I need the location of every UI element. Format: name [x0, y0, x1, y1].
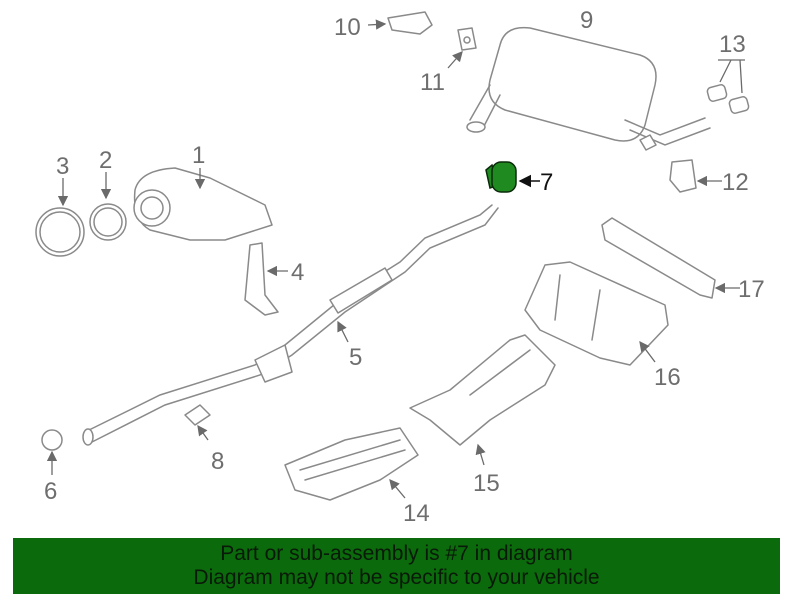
callout-12: 12: [722, 169, 749, 196]
info-banner: Part or sub-assembly is #7 in diagram Di…: [13, 538, 780, 594]
part-8-hanger[interactable]: [184, 404, 211, 441]
part-13-tailpipe-tips[interactable]: [706, 59, 750, 114]
part-2-gasket[interactable]: [89, 172, 127, 241]
callout-13: 13: [719, 31, 746, 58]
callout-9: 9: [580, 7, 593, 34]
part-5-exhaust-pipe[interactable]: [82, 204, 499, 446]
part-14-heat-shield[interactable]: [284, 427, 419, 501]
part-4-bracket[interactable]: [244, 242, 288, 316]
callout-5: 5: [349, 344, 362, 371]
part-7-highlighted-component[interactable]: [485, 161, 540, 193]
callout-10: 10: [334, 14, 361, 41]
callout-16: 16: [654, 364, 681, 391]
callout-14: 14: [403, 500, 430, 527]
callout-3: 3: [56, 153, 69, 180]
part-11-hanger[interactable]: [447, 27, 477, 69]
exhaust-parts-diagram: 10 11 9 13 1 2 3 7 12 4 17 5 16 8 6 15 1…: [35, 7, 765, 527]
part-9-rear-muffler[interactable]: [466, 26, 711, 151]
part-15-heat-shield[interactable]: [409, 334, 556, 466]
callout-7: 7: [540, 169, 553, 196]
callout-6: 6: [44, 478, 57, 505]
part-1-catalytic-converter[interactable]: [133, 167, 273, 241]
callout-2: 2: [99, 147, 112, 174]
part-16-heat-shield[interactable]: [524, 261, 669, 366]
part-6-clamp[interactable]: [41, 429, 63, 475]
callout-11: 11: [420, 69, 445, 96]
banner-line-part-number: Part or sub-assembly is #7 in diagram: [220, 542, 573, 565]
callout-1: 1: [192, 142, 205, 169]
part-17-heat-shield[interactable]: [601, 217, 740, 299]
part-12-sensor-bracket[interactable]: [669, 159, 722, 193]
banner-line-disclaimer: Diagram may not be specific to your vehi…: [193, 566, 600, 589]
part-10-bracket[interactable]: [367, 11, 433, 35]
callout-17: 17: [738, 276, 765, 303]
part-3-clamp[interactable]: [35, 178, 85, 257]
callout-4: 4: [291, 259, 304, 286]
callout-8: 8: [211, 448, 224, 475]
callout-15: 15: [473, 470, 500, 497]
